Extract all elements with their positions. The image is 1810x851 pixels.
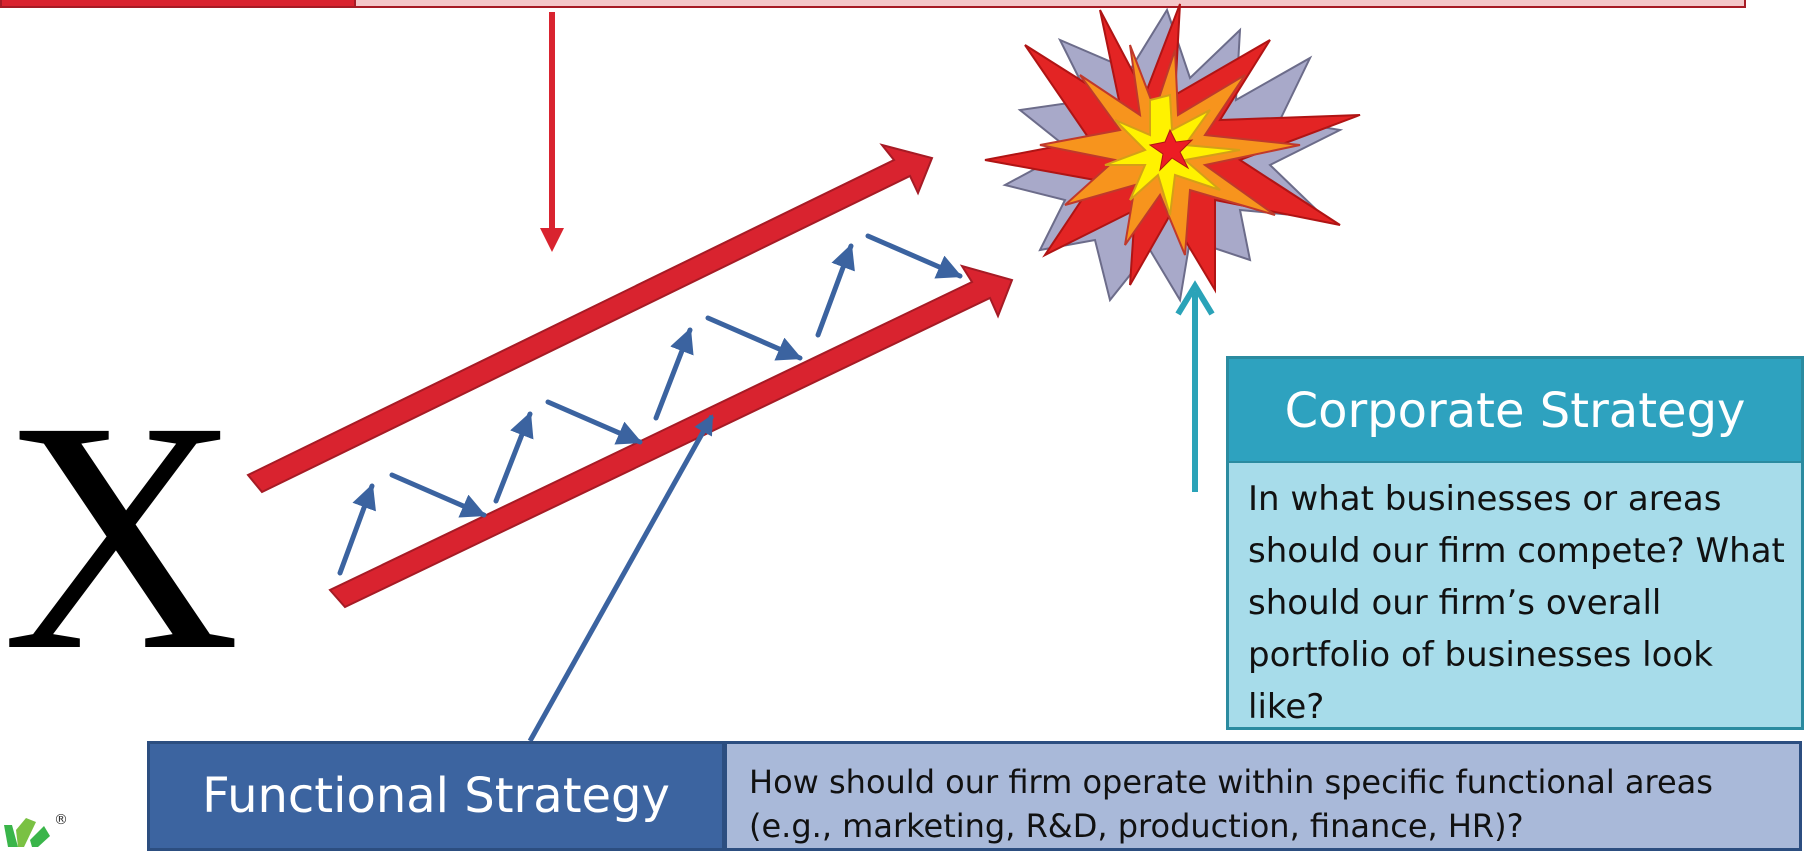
zigzag-path: [337, 233, 963, 576]
explosion-burst: [984, 3, 1361, 303]
functional-strategy-title: Functional Strategy: [147, 741, 725, 851]
corporate-strategy-box: Corporate Strategy In what businesses or…: [1226, 356, 1804, 730]
corporate-strategy-question: In what businesses or areas should our f…: [1248, 479, 1785, 727]
top-bar-right: [354, 0, 1746, 8]
burst-core: [1148, 128, 1194, 172]
functional-strategy-question: How should our firm operate within speci…: [724, 741, 1802, 851]
registered-mark: ®: [54, 812, 68, 828]
x-label: X: [2, 354, 241, 719]
functional-pointer-arrow: [527, 414, 715, 743]
lower-red-arrow: [328, 264, 1014, 609]
red-down-arrow: [540, 12, 564, 252]
corporate-strategy-title: Corporate Strategy: [1229, 359, 1801, 463]
corporate-pointer-arrow: [1175, 280, 1215, 492]
upper-red-arrow: [246, 143, 934, 494]
company-logo-icon: [4, 818, 50, 847]
